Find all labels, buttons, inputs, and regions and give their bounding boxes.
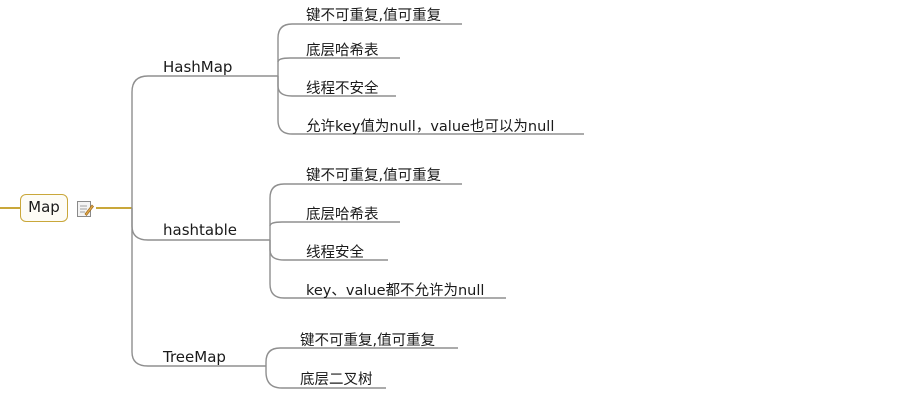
branch-hashtable[interactable]: hashtable	[163, 221, 238, 239]
treemap-leaf-1[interactable]: 键不可重复,值可重复	[300, 333, 436, 349]
edge-hashtable-leaf-1	[269, 183, 462, 240]
hashmap-leaf-3[interactable]: 线程不安全	[306, 81, 379, 97]
edge-treemap-leaf-1	[265, 347, 458, 366]
root-node-map[interactable]: Map	[20, 194, 68, 222]
branch-hashmap[interactable]: HashMap	[163, 58, 233, 76]
edge-root-treemap	[131, 208, 266, 367]
hashmap-leaf-1[interactable]: 键不可重复,值可重复	[306, 8, 442, 24]
hashmap-leaf-2[interactable]: 底层哈希表	[306, 43, 379, 59]
note-edit-icon[interactable]	[76, 200, 94, 218]
root-node-label: Map	[28, 198, 60, 216]
edge-hashtable-leaf-2	[269, 221, 400, 227]
edge-hashmap-leaf-2	[277, 57, 400, 63]
edge-hashtable-leaf-4	[269, 240, 506, 299]
edge-hashmap-leaf-4	[277, 76, 584, 135]
hashtable-leaf-1[interactable]: 键不可重复,值可重复	[306, 168, 442, 184]
edge-treemap-leaf-2	[265, 366, 386, 389]
edge-hashmap-leaf-1	[277, 23, 462, 76]
branch-treemap[interactable]: TreeMap	[163, 348, 226, 366]
edge-root-hashmap	[131, 75, 278, 208]
treemap-leaf-2[interactable]: 底层二叉树	[300, 372, 373, 388]
hashmap-leaf-4[interactable]: 允许key值为null，value也可以为null	[306, 119, 555, 135]
hashtable-leaf-4[interactable]: key、value都不允许为null	[306, 283, 485, 299]
hashtable-leaf-3[interactable]: 线程安全	[306, 245, 364, 261]
hashtable-leaf-2[interactable]: 底层哈希表	[306, 207, 379, 223]
